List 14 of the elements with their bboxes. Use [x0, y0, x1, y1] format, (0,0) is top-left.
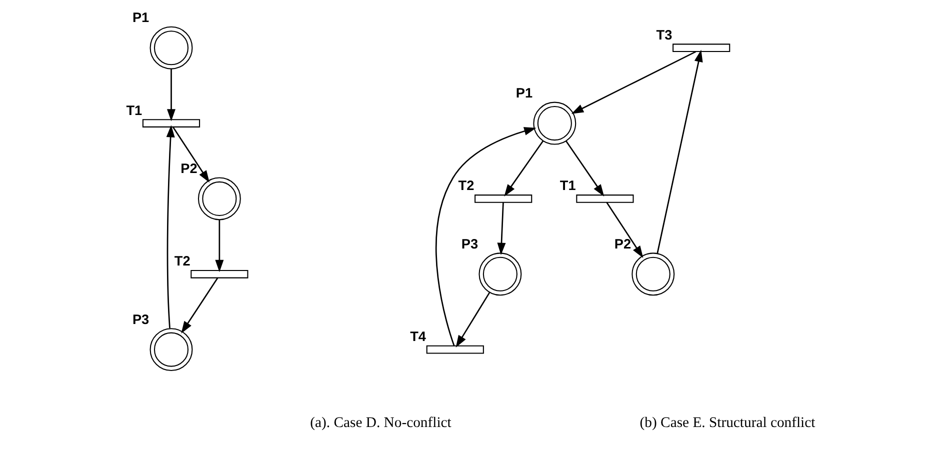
- node-label: P2: [180, 160, 197, 176]
- node-label: T1: [559, 178, 576, 194]
- node-label: P1: [132, 10, 149, 26]
- label: (a). Case D. No-conflict: [310, 414, 451, 431]
- node-label: P3: [132, 312, 149, 327]
- node-label: T2: [174, 254, 190, 269]
- node-label: P3: [460, 236, 478, 252]
- node-label: T3: [656, 27, 672, 42]
- node-label: P1: [515, 86, 532, 101]
- label: (b) Case E. Structural conflict: [639, 414, 815, 431]
- node-label: T2: [458, 178, 474, 194]
- node-label: P2: [614, 236, 631, 252]
- node-label: T4: [410, 329, 426, 344]
- node-label: T1: [126, 102, 142, 118]
